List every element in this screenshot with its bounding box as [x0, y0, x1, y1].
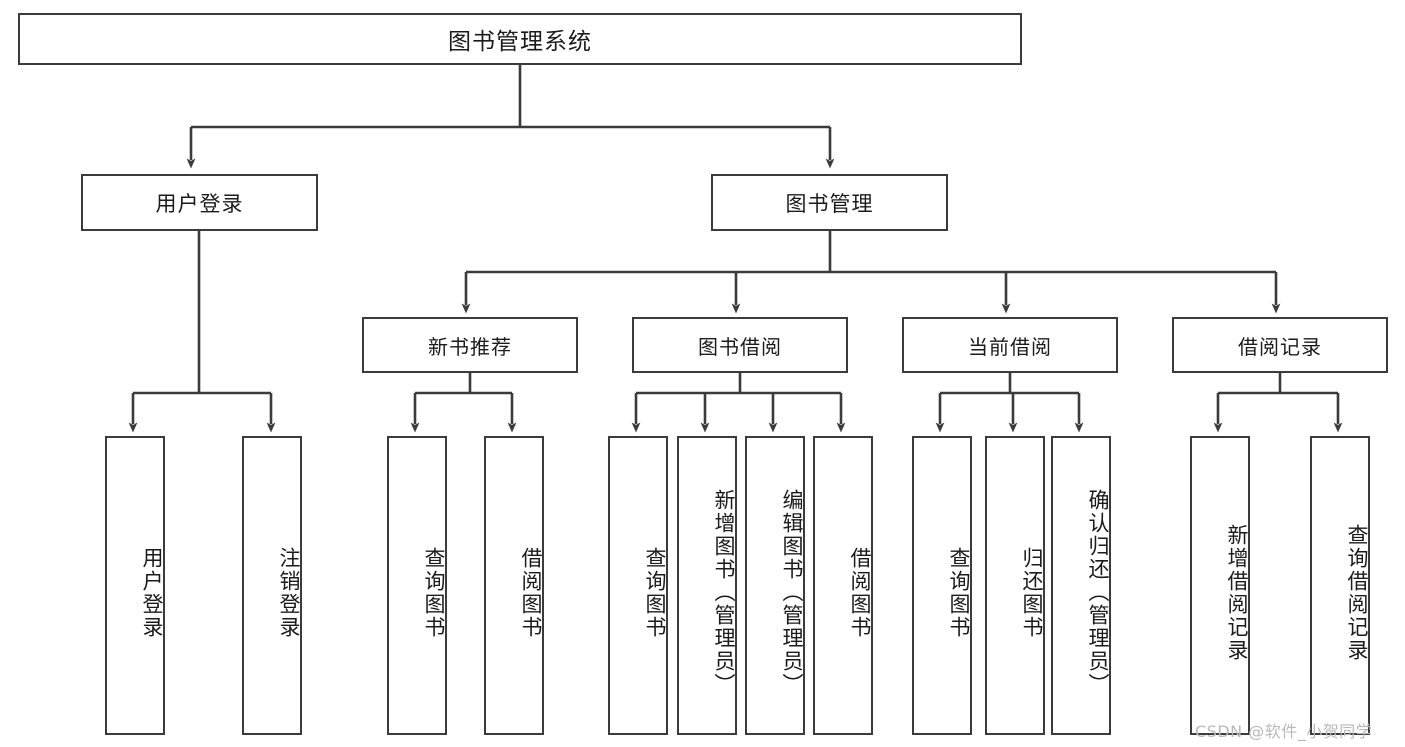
leaf-query-books-recommend[interactable]: 查询图书 [387, 436, 447, 735]
node-user-login[interactable]: 用户登录 [81, 174, 318, 231]
leaf-add-borrow-record[interactable]: 新增借阅记录 [1190, 436, 1250, 735]
leaf-borrow-books[interactable]: 借阅图书 [813, 436, 873, 735]
leaf-edit-book-admin[interactable]: 编辑图书（管理员） [745, 436, 805, 735]
leaf-return-books[interactable]: 归还图书 [985, 436, 1045, 735]
leaf-user-logout[interactable]: 注销登录 [242, 436, 302, 735]
watermark-credit: CSDN @软件_小贺同学 [1195, 722, 1373, 741]
leaf-user-login[interactable]: 用户登录 [105, 436, 165, 735]
leaf-query-books-borrow[interactable]: 查询图书 [608, 436, 668, 735]
node-book-management[interactable]: 图书管理 [711, 174, 948, 231]
node-borrow-records[interactable]: 借阅记录 [1172, 317, 1388, 373]
node-new-book-recommend[interactable]: 新书推荐 [362, 317, 578, 373]
leaf-borrow-books-recommend[interactable]: 借阅图书 [484, 436, 544, 735]
leaf-confirm-return-admin[interactable]: 确认归还（管理员） [1051, 436, 1111, 735]
node-book-borrow[interactable]: 图书借阅 [632, 317, 848, 373]
leaf-query-borrow-record[interactable]: 查询借阅记录 [1310, 436, 1370, 735]
node-root-system[interactable]: 图书管理系统 [18, 13, 1022, 65]
node-current-borrow[interactable]: 当前借阅 [902, 317, 1118, 373]
leaf-query-books-current[interactable]: 查询图书 [912, 436, 972, 735]
leaf-add-book-admin[interactable]: 新增图书（管理员） [677, 436, 737, 735]
